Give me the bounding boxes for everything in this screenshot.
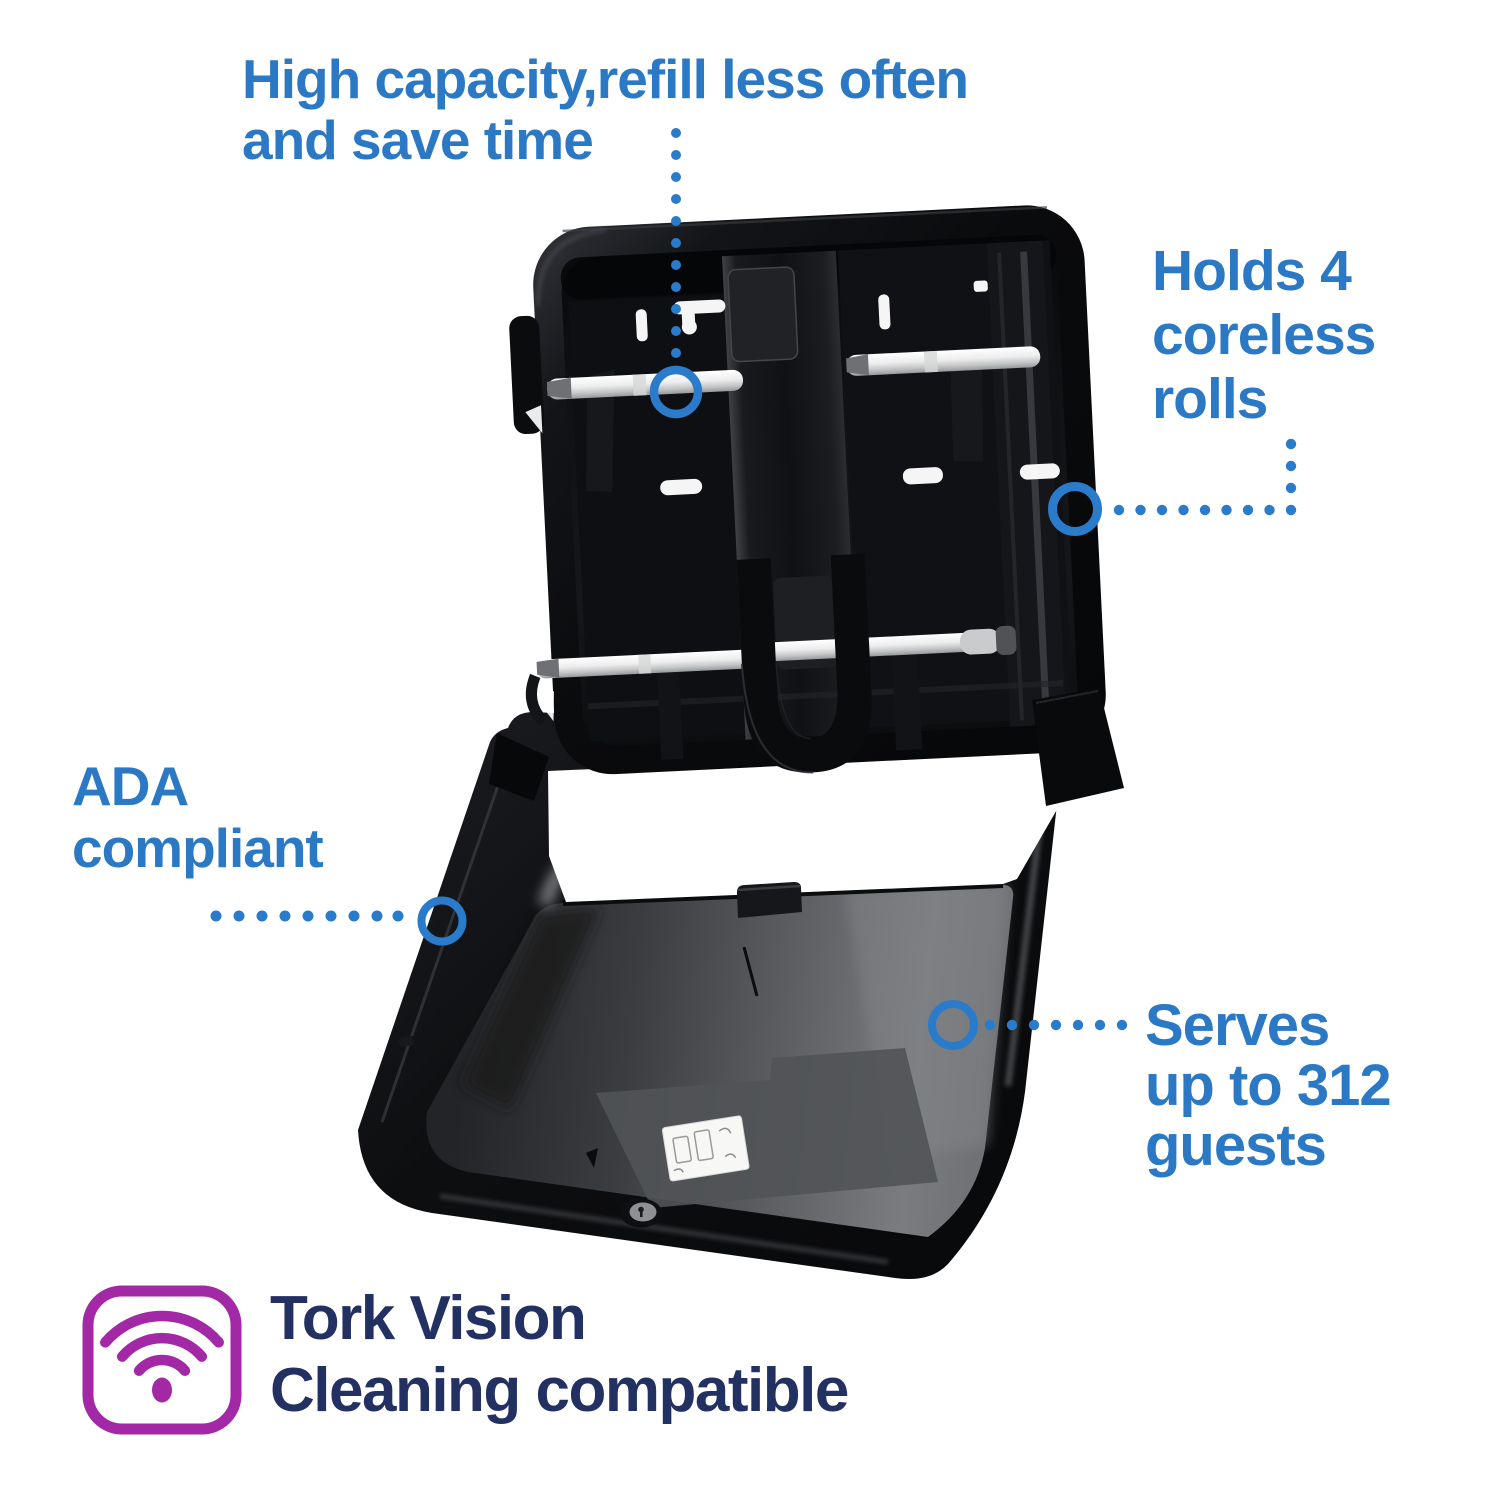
panel-scratch: [742, 946, 759, 997]
tork-vision-text: Tork Vision Cleaning compatible: [270, 1283, 849, 1427]
roll-arm-left: [586, 369, 615, 492]
hinge-parts: [489, 688, 1124, 806]
housing-corner-sheen: [536, 227, 606, 306]
callout-holds-rolls: Holds 4 coreless rolls: [1152, 239, 1376, 431]
callout-high-capacity: High capacity,refill less often and save…: [242, 48, 969, 171]
callout-serves-line3: guests: [1145, 1113, 1327, 1178]
strap-highlight2: [775, 662, 811, 740]
tork-vision-line2: Cleaning compatible: [270, 1356, 849, 1425]
strap-loop: [736, 553, 872, 773]
hinge-right-edge: [1035, 690, 1099, 704]
callout-holds-line2: coreless: [1152, 303, 1376, 367]
leader-ada: [210, 910, 404, 922]
ring-serves: [928, 1000, 978, 1050]
mount-slots: [635, 280, 1060, 496]
latch-tab: [737, 882, 802, 918]
callout-markers: [210, 128, 1297, 1050]
tork-vision-badge: [82, 1285, 242, 1435]
callout-ada-line1: ADA: [72, 755, 189, 817]
callout-holds-line1: Holds 4: [1152, 239, 1352, 303]
housing-top-sheen: [562, 206, 1048, 233]
callout-serves: Serves up to 312 guests: [1145, 993, 1392, 1178]
wifi-icon: [100, 1310, 224, 1403]
callout-high-capacity-line1: High capacity,refill less often: [242, 48, 969, 110]
callout-serves-line2: up to 312: [1145, 1053, 1392, 1118]
lock-icon: [620, 1198, 662, 1228]
callout-holds-line3: rolls: [1152, 367, 1268, 431]
edge-gap-glint: [525, 405, 543, 434]
roll-spindle-bottom-left: [525, 649, 757, 726]
roll-spindle-top-right: [846, 346, 1041, 376]
roll-arm-right: [949, 347, 984, 462]
dispenser-cover: [358, 711, 1093, 1280]
badge-frame: [82, 1285, 242, 1435]
hinge-right: [1032, 688, 1124, 806]
bracket-streak2: [997, 252, 1024, 721]
edge-gap-glint2: [537, 691, 554, 722]
leader-high-capacity: [671, 128, 681, 358]
dispenser-housing: [509, 205, 1106, 775]
leader-serves: [984, 1019, 1128, 1031]
callout-ada-line2: compliant: [72, 817, 324, 879]
roll-arm-bl: [656, 666, 684, 760]
instruction-sticker: [661, 1115, 750, 1182]
roll-arm-br: [891, 651, 923, 751]
housing-left-bracket: [509, 315, 544, 435]
ring-high-capacity: [649, 365, 703, 419]
hinge-gap: [548, 747, 1093, 902]
callout-serves-line1: Serves: [1145, 993, 1330, 1058]
latch-highlight: [737, 884, 801, 892]
panel-shadow: [462, 908, 600, 1110]
bracket-streak: [1020, 251, 1050, 720]
pillar-block: [727, 266, 799, 363]
cover-vent: [398, 1035, 415, 1047]
cavity-shelf: [587, 680, 1064, 710]
hinge-left: [489, 733, 549, 801]
ring-holds-rolls: [1048, 482, 1102, 536]
panel-notch: [586, 1148, 598, 1168]
leader-holds-rolls: [1113, 438, 1297, 516]
strap-highlight: [740, 663, 814, 774]
callout-high-capacity-line2: and save time: [242, 109, 594, 171]
tork-vision-line1: Tork Vision: [270, 1284, 587, 1353]
callout-ada: ADA compliant: [72, 755, 324, 879]
rim-bottom-edge: [439, 1193, 889, 1265]
ring-ada: [417, 896, 467, 946]
